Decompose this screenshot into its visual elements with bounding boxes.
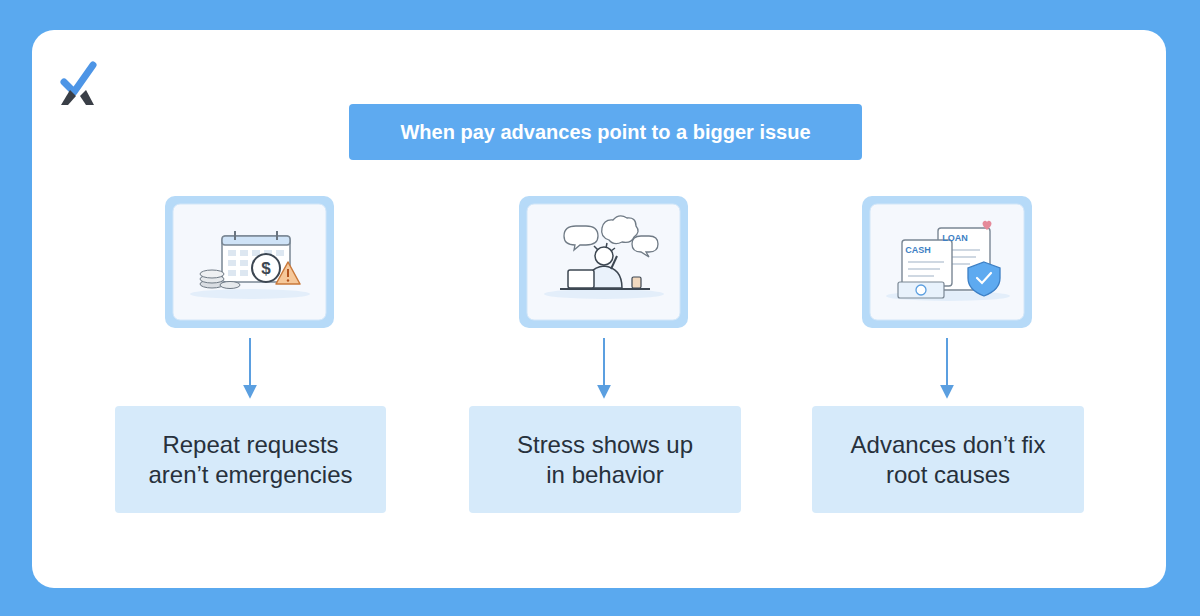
down-arrow: [603, 338, 605, 396]
icon-frame: [862, 196, 1032, 328]
shield: [968, 262, 1000, 296]
cash-document: [902, 240, 952, 286]
calendar-top: [222, 236, 290, 245]
title-box: When pay advances point to a bigger issu…: [349, 104, 862, 160]
warning-mark: [287, 269, 289, 277]
calendar-ring: [276, 231, 278, 240]
speech-bubble: [564, 226, 598, 250]
icon-frame: [165, 196, 334, 328]
caption-box: Advances don’t fix root causes: [812, 406, 1084, 513]
heart: [983, 221, 992, 230]
cash-loan-icon: [886, 221, 1010, 301]
bank-note: [898, 282, 944, 298]
icon-panel: [173, 204, 326, 320]
logo: [61, 65, 94, 105]
icon-frames: [165, 196, 1032, 328]
cup: [632, 277, 641, 288]
coin-stack: [200, 270, 240, 289]
note-coin: [916, 285, 926, 295]
icon-panel: [527, 204, 680, 320]
down-arrows: [250, 338, 947, 396]
icon-frame: [519, 196, 688, 328]
calendar: [222, 236, 290, 282]
box-text: Stress shows up in behavior: [510, 430, 700, 490]
box-text: Advances don’t fix root causes: [839, 430, 1057, 490]
icon-label: $: [261, 260, 270, 277]
shadow: [544, 289, 664, 299]
down-arrow: [249, 338, 251, 396]
icon-panel: [870, 204, 1024, 320]
logo-x-right: [80, 90, 94, 105]
calendar-icon: [190, 231, 310, 299]
dollar-coin: [252, 254, 280, 282]
warning-dot: [287, 279, 289, 281]
laptop: [568, 270, 594, 288]
shield-check: [977, 273, 991, 283]
diagram-title: When pay advances point to a bigger issu…: [400, 121, 810, 144]
box-text: Repeat requests aren’t emergencies: [142, 430, 360, 490]
stressed-worker-icon: [544, 216, 664, 299]
warning-triangle: [276, 262, 300, 284]
down-arrow: [946, 338, 948, 396]
logo-check: [64, 65, 93, 92]
speech-bubble: [632, 236, 658, 257]
caption-box: Repeat requests aren’t emergencies: [115, 406, 386, 513]
document-lines: [908, 262, 944, 276]
hair: [594, 243, 615, 251]
shadow: [190, 289, 310, 299]
logo-x-left: [61, 90, 76, 105]
calendar-ring: [234, 231, 236, 240]
arm: [611, 256, 617, 269]
icon-label: CASH: [905, 246, 931, 255]
caption-box: Stress shows up in behavior: [469, 406, 741, 513]
icon-label: LOAN: [942, 234, 968, 243]
